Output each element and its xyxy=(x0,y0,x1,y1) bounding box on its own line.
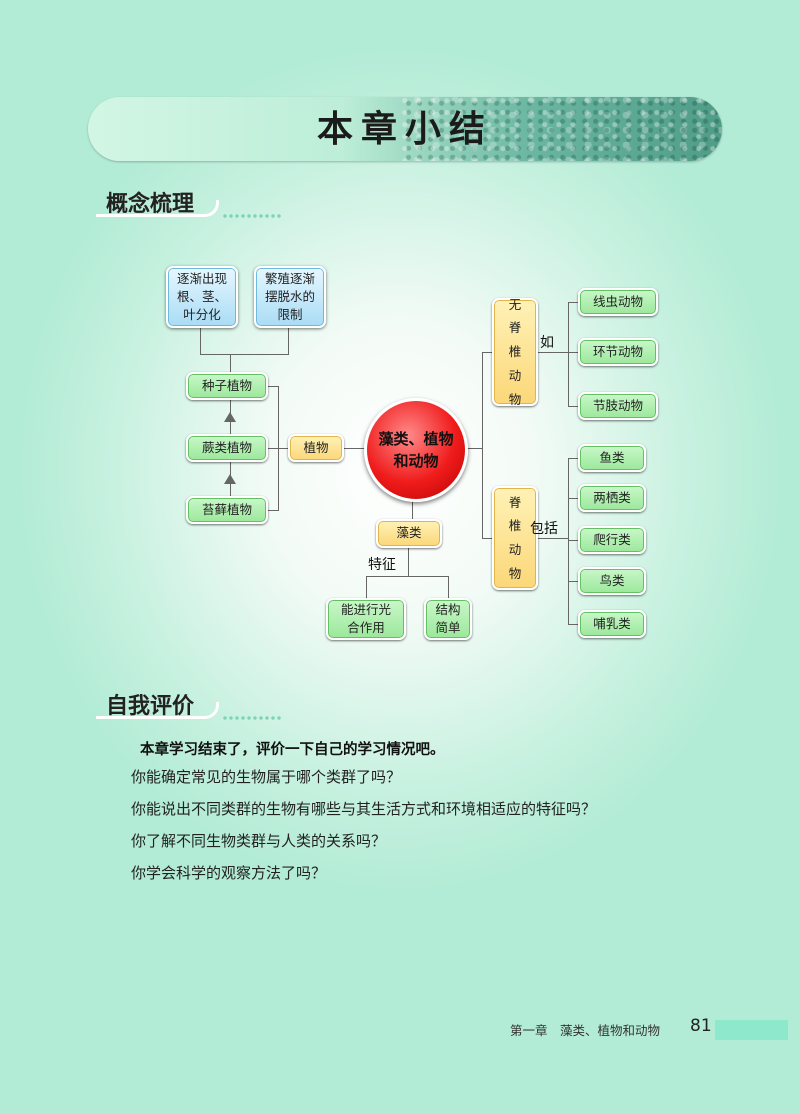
arrow-up-icon xyxy=(224,412,236,422)
arrow-up-icon xyxy=(224,474,236,484)
node-algae: 藻类 xyxy=(376,519,442,548)
node-seed-plant: 种子植物 xyxy=(186,372,268,400)
node-inv-item: 节肢动物 xyxy=(578,392,658,420)
node-inv-item: 线虫动物 xyxy=(578,288,658,316)
center-node: 藻类、植物和动物 xyxy=(364,398,468,502)
node-simple-structure: 结构简单 xyxy=(424,598,472,640)
page-title: 本章小结 xyxy=(316,108,493,150)
node-fern: 蕨类植物 xyxy=(186,434,268,462)
node-vert-item: 鱼类 xyxy=(578,444,646,472)
banner-texture xyxy=(402,97,722,161)
decorative-dots xyxy=(222,214,282,218)
section-heading-underline xyxy=(96,200,219,217)
label-feature: 特征 xyxy=(368,557,396,573)
decorative-dots xyxy=(222,716,282,720)
node-moss: 苔藓植物 xyxy=(186,496,268,524)
section-heading-concept: 概念梳理 xyxy=(106,191,195,217)
eval-question: 你学会科学的观察方法了吗？ xyxy=(131,864,327,882)
node-vertebrate: 脊椎动物 xyxy=(492,486,538,590)
node-inv-item: 环节动物 xyxy=(578,338,658,366)
eval-intro: 本章学习结束了，评价一下自己的学习情况吧。 xyxy=(140,742,445,758)
node-invertebrate: 无脊椎动物 xyxy=(492,297,538,407)
node-plant: 植物 xyxy=(288,434,344,462)
eval-question: 你了解不同生物类群与人类的关系吗？ xyxy=(131,832,387,850)
node-photosynthesis: 能进行光合作用 xyxy=(326,598,406,640)
node-vert-item: 爬行类 xyxy=(578,526,646,554)
section-heading-self-eval: 自我评价 xyxy=(106,693,195,719)
footer-chapter: 第一章 藻类、植物和动物 xyxy=(510,1023,661,1038)
eval-question: 你能说出不同类群的生物有哪些与其生活方式和环境相适应的特征吗？ xyxy=(131,800,597,818)
node-vert-item: 哺乳类 xyxy=(578,610,646,638)
footer-accent-bar xyxy=(715,1020,788,1040)
eval-question: 你能确定常见的生物属于哪个类群了吗？ xyxy=(131,768,402,786)
label-include: 包括 xyxy=(530,521,558,537)
section-heading-underline xyxy=(96,702,219,719)
note-reproduction: 繁殖逐渐摆脱水的限制 xyxy=(254,266,326,328)
node-vert-item: 鸟类 xyxy=(578,567,646,595)
chapter-summary-banner xyxy=(88,97,722,161)
page-frame xyxy=(10,10,788,1104)
node-vert-item: 两栖类 xyxy=(578,484,646,512)
page-number: 81 xyxy=(690,1016,712,1036)
label-such-as: 如 xyxy=(540,335,554,351)
note-root-stem-leaf: 逐渐出现根、茎、叶分化 xyxy=(166,266,238,328)
